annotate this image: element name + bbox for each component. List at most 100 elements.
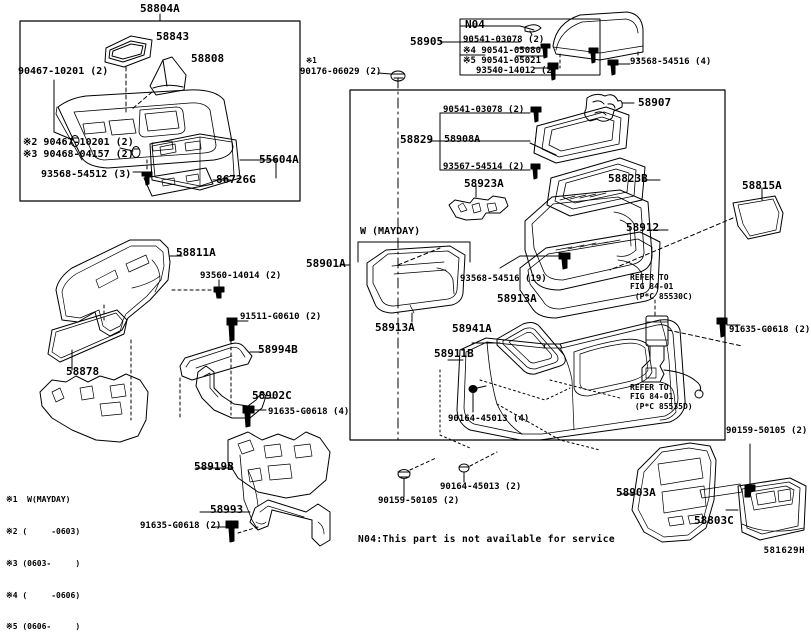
callout-93560-14014: 93560-14014 (2) xyxy=(200,271,282,281)
legend-line-2: ※2 ( -0603) xyxy=(6,526,81,536)
callout-91635-G0618-4: 91635-G0618 (4) xyxy=(268,407,350,417)
part-58902c xyxy=(195,365,267,419)
callout-90467-10201-m2: ※2 90467-10201 (2) xyxy=(23,137,134,148)
refer-to-85535d: REFER TO FIG 84-01 (P*C 85535D) xyxy=(630,383,693,411)
callout-58911b: 58911B xyxy=(434,347,474,360)
clip-90467-center xyxy=(131,146,141,158)
part-58913a-left xyxy=(366,245,466,314)
callout-86726g: 86726G xyxy=(216,173,256,186)
callout-58941a: 58941A xyxy=(452,322,492,335)
clip-90164-45013-4 xyxy=(468,385,487,393)
screw-90541-05080 xyxy=(588,47,599,64)
legend-line-1: ※1 W(MAYDAY) xyxy=(6,495,71,505)
clip-n04 xyxy=(524,24,542,36)
callout-58908a: 58908A xyxy=(444,134,481,145)
screw-93560-14014 xyxy=(213,286,225,299)
callout-58811a: 58811A xyxy=(176,246,216,259)
part-refer-85530c xyxy=(641,315,704,399)
part-58941a xyxy=(496,322,566,375)
callout-90164-45013-2: 90164-45013 (2) xyxy=(440,482,522,492)
screw-93540-14012 xyxy=(547,62,559,81)
callout-90176-06029: 90176-06029 (2) xyxy=(300,67,382,77)
callout-58901a: 58901A xyxy=(306,257,346,270)
callout-58808: 58808 xyxy=(191,52,225,65)
part-58913a-right xyxy=(519,231,661,319)
clip-90164-45013-bottom xyxy=(458,463,470,483)
legend-line-4: ※4 ( -0606) xyxy=(6,590,81,600)
callout-58907: 58907 xyxy=(638,96,672,109)
part-58905-lid xyxy=(552,11,644,61)
part-58878 xyxy=(47,309,128,363)
legend-line-5: ※5 (0606- ) xyxy=(6,622,81,632)
screw-91511-G0610 xyxy=(226,317,238,342)
diagram-id: 581629H xyxy=(763,546,805,556)
callout-58913a-left: 58913A xyxy=(375,321,415,334)
parts-diagram-sheet: 58804A 58843 58808 90467-10201 (2) ※2 90… xyxy=(6,2,811,631)
callout-93568-54512: 93568-54512 (3) xyxy=(41,169,132,180)
callout-90159-50105-2-right: 90159-50105 (2) xyxy=(726,426,808,436)
clip-90467-left xyxy=(70,135,80,147)
part-58843 xyxy=(104,35,153,68)
callout-58994b: 58994B xyxy=(258,343,298,356)
part-58908a-tray xyxy=(533,106,630,164)
callout-58829: 58829 xyxy=(400,133,434,146)
part-58923a xyxy=(448,195,509,221)
callout-58815a: 58815A xyxy=(742,179,782,192)
service-availability-note: N04:This part is not available for servi… xyxy=(358,534,616,545)
callout-55604a: 55604A xyxy=(259,153,299,166)
callout-93540-14012: 93540-14012 (2) xyxy=(476,66,558,76)
screw-90541-03078-a xyxy=(540,43,551,59)
callout-58919b: 58919B xyxy=(194,460,234,473)
callout-91635-G0618-2-bottom: 91635-G0618 (2) xyxy=(140,521,222,531)
clip-90159-50105-bottom xyxy=(397,469,411,498)
callout-90541-05080: ※4 90541-05080 xyxy=(463,46,541,56)
part-86726g xyxy=(143,167,214,197)
callout-58902c: 58902C xyxy=(252,389,292,402)
part-58823b-tray xyxy=(546,157,646,217)
callout-58913a-right: 58913A xyxy=(497,292,537,305)
part-58919b-plate xyxy=(227,431,331,531)
part-55604a xyxy=(149,133,241,191)
part-58994b xyxy=(179,342,253,381)
part-58815a xyxy=(732,195,784,240)
part-58803c xyxy=(737,477,807,541)
callout-58912: 58912 xyxy=(626,221,660,234)
callout-93568-54516-4: 93568-54516 (4) xyxy=(630,57,712,67)
callout-90164-45013-4: 90164-45013 (4) xyxy=(448,414,530,424)
callout-58878: 58878 xyxy=(66,365,100,378)
label-mayday-group: W (MAYDAY) xyxy=(360,226,421,237)
callout-90159-50105-2-bottom: 90159-50105 (2) xyxy=(378,496,460,506)
screw-93568-54512 xyxy=(141,171,153,186)
callout-91635-G0618-2-right: 91635-G0618 (2) xyxy=(729,325,811,335)
callout-58905: 58905 xyxy=(410,35,444,48)
callout-90541-05021: ※5 90541-05021 xyxy=(463,56,541,66)
callout-58993: 58993 xyxy=(210,503,244,516)
callout-93568-54516-19: 93568-54516 (19) xyxy=(460,274,547,284)
part-58912 xyxy=(524,189,653,291)
diagram-artwork xyxy=(19,11,807,547)
callout-58923a: 58923A xyxy=(464,177,504,190)
screw-93567-54514 xyxy=(530,163,541,180)
callout-90468-04157-m3: ※3 90468-04157 (2) xyxy=(23,149,134,160)
screw-90541-03078-b xyxy=(530,106,542,123)
screw-93568-54516-19 xyxy=(558,252,571,270)
legend-line-3: ※3 (0603- ) xyxy=(6,558,81,568)
clip-90176-06029 xyxy=(390,70,406,82)
part-58808 xyxy=(149,56,187,96)
part-58907 xyxy=(584,93,623,122)
frame-58905 xyxy=(459,18,601,76)
callout-90467-10201-top: 90467-10201 (2) xyxy=(18,66,109,77)
part-58993 xyxy=(249,499,331,547)
screw-93568-54516-4 xyxy=(607,59,619,76)
callout-58843: 58843 xyxy=(156,30,190,43)
callout-90541-03078-b: 90541-03078 (2) xyxy=(443,105,525,115)
part-58804a-panel xyxy=(55,89,234,169)
screw-90159-50105-right xyxy=(744,443,756,498)
legend-block: ※1 W(MAYDAY) ※2 ( -0603) ※3 (0603- ) ※4 … xyxy=(6,474,80,644)
callout-58804a: 58804A xyxy=(140,2,180,15)
callout-58803c: 58803C xyxy=(694,514,734,527)
screw-91635-G0618-4 xyxy=(242,405,255,428)
callout-58903a: 58903A xyxy=(616,486,656,499)
part-58919b xyxy=(39,373,149,443)
callout-n04: N04 xyxy=(465,18,485,31)
